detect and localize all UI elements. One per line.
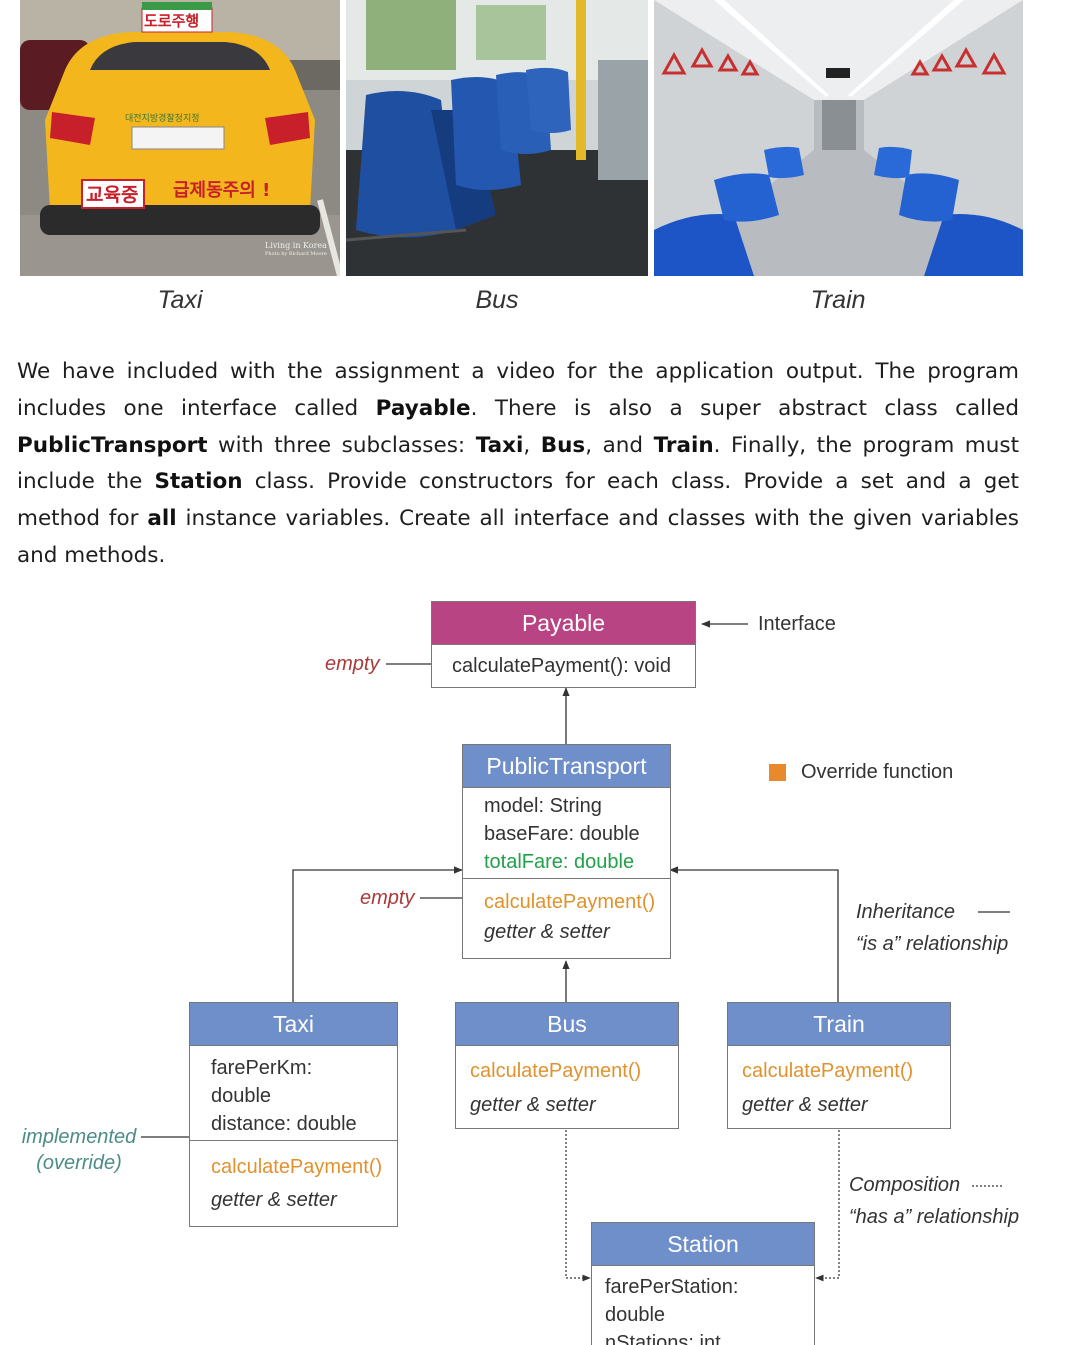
payable-title: Payable (432, 602, 695, 644)
public-transport-fields: model: String baseFare: double totalFare… (463, 787, 670, 878)
station-title: Station (592, 1223, 814, 1265)
term-bus: Bus (540, 432, 586, 458)
field-fare-per-station: farePerStation: double (605, 1276, 739, 1326)
composition-label: Composition (849, 1174, 961, 1196)
train-methods: calculatePayment() getter & setter (728, 1045, 950, 1128)
train-calc-method: calculatePayment() (742, 1060, 914, 1082)
taxi-calc-method: calculatePayment() (211, 1156, 383, 1178)
implemented-legend: implemented (override) (18, 1124, 140, 1176)
taxi-accessors: getter & setter (211, 1189, 337, 1211)
interface-label: Interface (758, 613, 836, 635)
term-all: all (147, 506, 177, 532)
public-transport-class-box: PublicTransport model: String baseFare: … (462, 744, 671, 959)
assignment-description: We have included with the assignment a v… (17, 359, 1020, 568)
field-fare-per-km: farePerKm: double (211, 1057, 313, 1107)
payable-method: calculatePayment(): void (432, 644, 695, 687)
taxi-watermark: Living in Korea (265, 241, 327, 250)
taxi-plate-label: 대전지방경찰청지정 (125, 114, 200, 124)
payable-interface-box: Payable calculatePayment(): void (431, 601, 696, 688)
term-station: Station (154, 469, 243, 495)
term-payable: Payable (375, 395, 471, 421)
taxi-watermark-small: Photo by Richard Moore (265, 251, 327, 257)
public-transport-calc-method: calculatePayment() (484, 891, 656, 913)
field-distance: distance: double (211, 1113, 357, 1135)
bus-methods: calculatePayment() getter & setter (456, 1045, 678, 1128)
bus-title: Bus (456, 1003, 678, 1045)
bus-photo (346, 0, 648, 276)
taxi-sticker-left: 교육중 (86, 184, 139, 206)
taxi-class-box: Taxi farePerKm: double distance: double … (189, 1002, 398, 1227)
public-transport-accessors: getter & setter (484, 921, 610, 943)
station-class-box: Station farePerStation: double nStations… (591, 1222, 815, 1345)
train-station-composition (815, 1126, 840, 1282)
inheritance-legend: Inheritance “is a” relationship (856, 896, 1008, 960)
bus-caption: Bus (475, 286, 519, 314)
term-train: Train (653, 432, 714, 458)
taxi-sign-text: 도로주행 (144, 12, 200, 30)
train-photo (654, 0, 1023, 276)
bus-station-composition (565, 1126, 591, 1282)
term-taxi: Taxi (475, 432, 524, 458)
override-legend-label: Override function (801, 761, 954, 783)
taxi-caption: Taxi (157, 286, 203, 314)
bus-accessors: getter & setter (470, 1094, 596, 1116)
is-a-label: “is a” relationship (856, 933, 1009, 955)
train-inheritance-line (669, 866, 839, 1002)
has-a-label: “has a” relationship (849, 1206, 1020, 1228)
bus-calc-method: calculatePayment() (470, 1060, 642, 1082)
train-caption: Train (810, 286, 866, 314)
empty-top-label: empty (325, 653, 380, 675)
public-transport-title: PublicTransport (463, 745, 670, 787)
taxi-photo (20, 0, 340, 276)
taxi-methods: calculatePayment() getter & setter (190, 1140, 397, 1226)
override-label: (override) (36, 1152, 122, 1174)
field-total-fare: totalFare: double (484, 851, 635, 873)
taxi-sticker-right: 급제동주의 ! (173, 180, 271, 201)
taxi-fields: farePerKm: double distance: double (190, 1045, 397, 1140)
field-n-stations: nStations: int (605, 1332, 721, 1345)
composition-legend: Composition “has a” relationship (849, 1169, 1019, 1233)
implemented-label: implemented (21, 1126, 137, 1148)
field-base-fare: baseFare: double (484, 823, 640, 845)
bus-class-box: Bus calculatePayment() getter & setter (455, 1002, 679, 1129)
inheritance-label: Inheritance (856, 901, 955, 923)
train-title: Train (728, 1003, 950, 1045)
station-fields: farePerStation: double nStations: int (592, 1265, 814, 1345)
train-accessors: getter & setter (742, 1094, 868, 1116)
public-transport-methods: calculatePayment() getter & setter (463, 878, 670, 958)
train-class-box: Train calculatePayment() getter & setter (727, 1002, 951, 1129)
taxi-title: Taxi (190, 1003, 397, 1045)
empty-mid-label: empty (360, 887, 415, 909)
override-legend-swatch (769, 764, 786, 781)
field-model: model: String (484, 795, 602, 817)
term-public-transport: PublicTransport (17, 432, 208, 458)
